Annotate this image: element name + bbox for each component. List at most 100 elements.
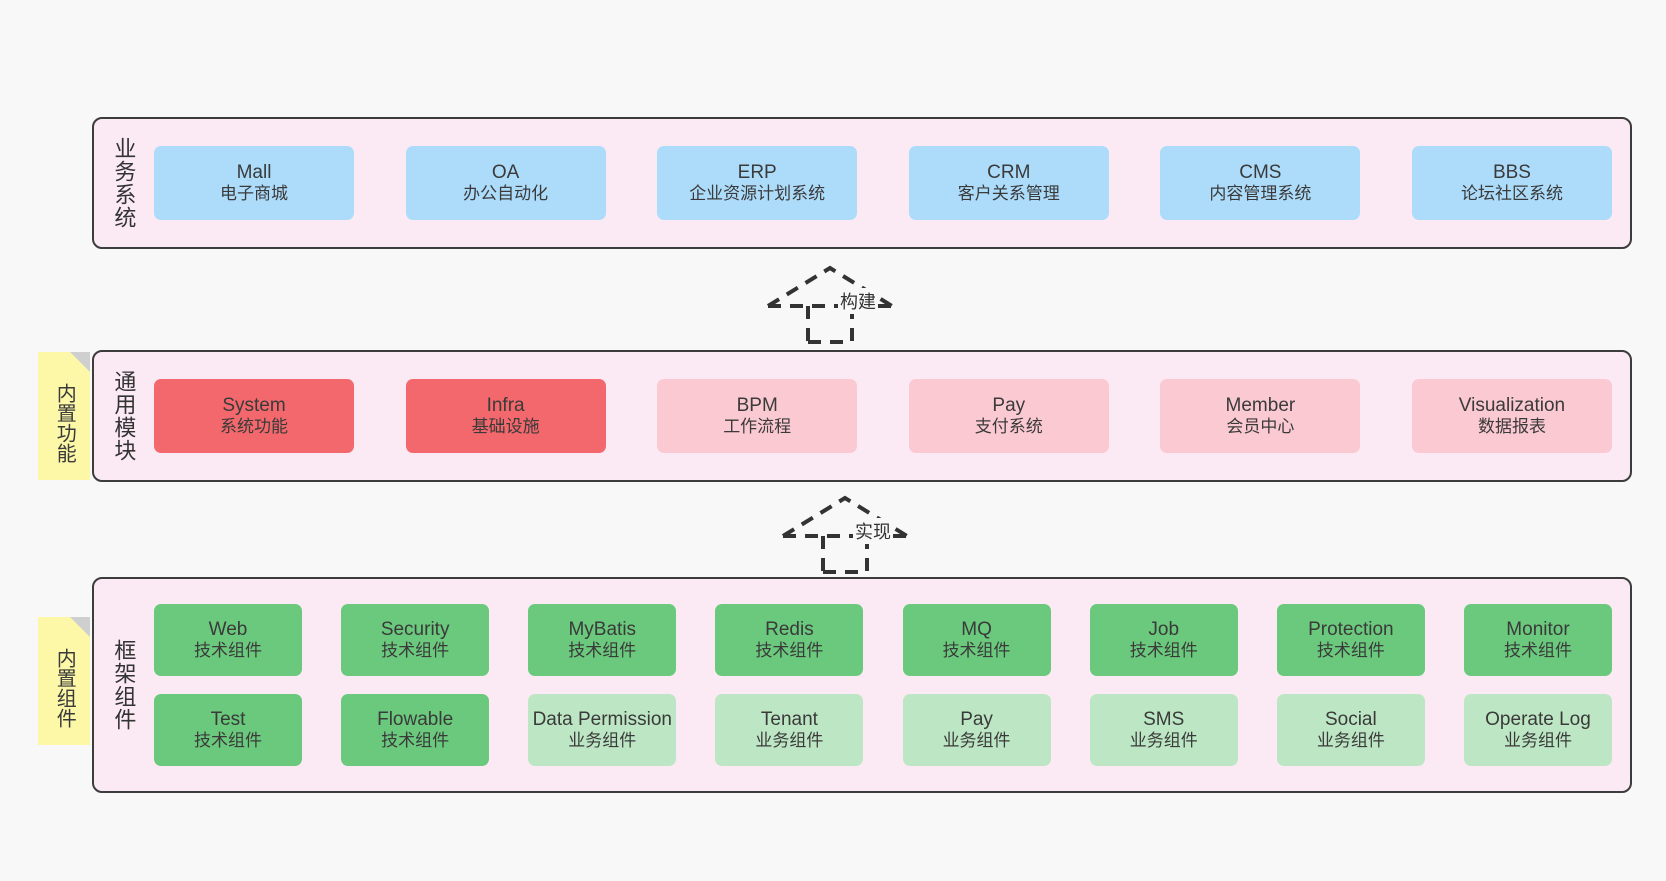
- module-card-name: CMS: [1239, 162, 1282, 184]
- module-card-name: Infra: [486, 395, 525, 417]
- module-card-desc: 技术组件: [1316, 641, 1385, 661]
- module-card-desc: 技术组件: [381, 731, 450, 751]
- module-card-name: Job: [1148, 619, 1180, 641]
- note-builtin-features: 内置功能: [38, 352, 90, 480]
- framework-components-layer-title: 框架组件: [111, 639, 137, 731]
- module-card-name: BPM: [736, 395, 778, 417]
- module-card-desc: 内容管理系统: [1209, 184, 1312, 204]
- module-card-desc: 业务组件: [1503, 731, 1572, 751]
- module-card-desc: 支付系统: [974, 417, 1043, 437]
- module-card-desc: 业务组件: [755, 731, 824, 751]
- module-card-desc: 数据报表: [1477, 417, 1546, 437]
- business-system-layer-title: 业务系统: [111, 137, 137, 229]
- module-card-name: OA: [491, 162, 520, 184]
- module-card-name: Flowable: [377, 709, 454, 731]
- connector-build-label: 构建: [838, 288, 878, 314]
- module-card-desc: 客户关系管理: [957, 184, 1060, 204]
- note-builtin-components: 内置组件: [38, 617, 90, 745]
- module-card-name: Web: [208, 619, 248, 641]
- module-card-desc: 基础设施: [471, 417, 540, 437]
- module-card-name: Pay: [992, 395, 1026, 417]
- module-card-name: Operate Log: [1485, 709, 1591, 731]
- module-card-name: Data Permission: [532, 709, 672, 731]
- module-card-name: ERP: [737, 162, 777, 184]
- module-card-name: BBS: [1492, 162, 1531, 184]
- module-card-desc: 会员中心: [1226, 417, 1295, 437]
- module-card-desc: 业务组件: [1129, 731, 1198, 751]
- module-card-name: Security: [380, 619, 450, 641]
- module-card-name: Mall: [236, 162, 272, 184]
- module-card-name: Social: [1324, 709, 1377, 731]
- connector-implement-label: 实现: [853, 518, 893, 544]
- module-card-desc: 技术组件: [194, 731, 262, 751]
- module-card-name: MyBatis: [568, 619, 637, 641]
- module-card-desc: 技术组件: [1129, 641, 1198, 661]
- common-modules-layer-title: 通用模块: [111, 370, 137, 462]
- module-card-desc: 业务组件: [942, 731, 1011, 751]
- module-card-desc: 办公自动化: [463, 184, 549, 204]
- module-card-name: System: [222, 395, 286, 417]
- module-card-name: Test: [210, 709, 246, 731]
- module-card-name: Redis: [765, 619, 814, 641]
- module-card-desc: 技术组件: [1503, 641, 1572, 661]
- module-card-desc: 工作流程: [723, 417, 792, 437]
- module-card-name: Pay: [960, 709, 993, 731]
- module-card-desc: 企业资源计划系统: [689, 184, 826, 204]
- note-builtin-components-label: 内置组件: [53, 648, 76, 728]
- module-card-desc: 技术组件: [381, 641, 450, 661]
- module-card-desc: 技术组件: [942, 641, 1011, 661]
- note-fold-corner-icon: [70, 352, 90, 372]
- module-card-name: Member: [1225, 395, 1296, 417]
- module-card-desc: 业务组件: [568, 731, 637, 751]
- note-fold-corner-icon: [70, 617, 90, 637]
- module-card-desc: 系统功能: [220, 417, 288, 437]
- module-card-name: MQ: [961, 619, 992, 641]
- module-card-name: SMS: [1143, 709, 1185, 731]
- module-card-name: Monitor: [1506, 619, 1570, 641]
- connector-build: 构建: [760, 262, 900, 344]
- connector-implement: 实现: [775, 492, 915, 574]
- module-card-desc: 电子商城: [220, 184, 288, 204]
- module-card-desc: 业务组件: [1316, 731, 1385, 751]
- note-builtin-features-label: 内置功能: [53, 383, 76, 463]
- module-card-name: Protection: [1308, 619, 1394, 641]
- module-card-desc: 技术组件: [194, 641, 262, 661]
